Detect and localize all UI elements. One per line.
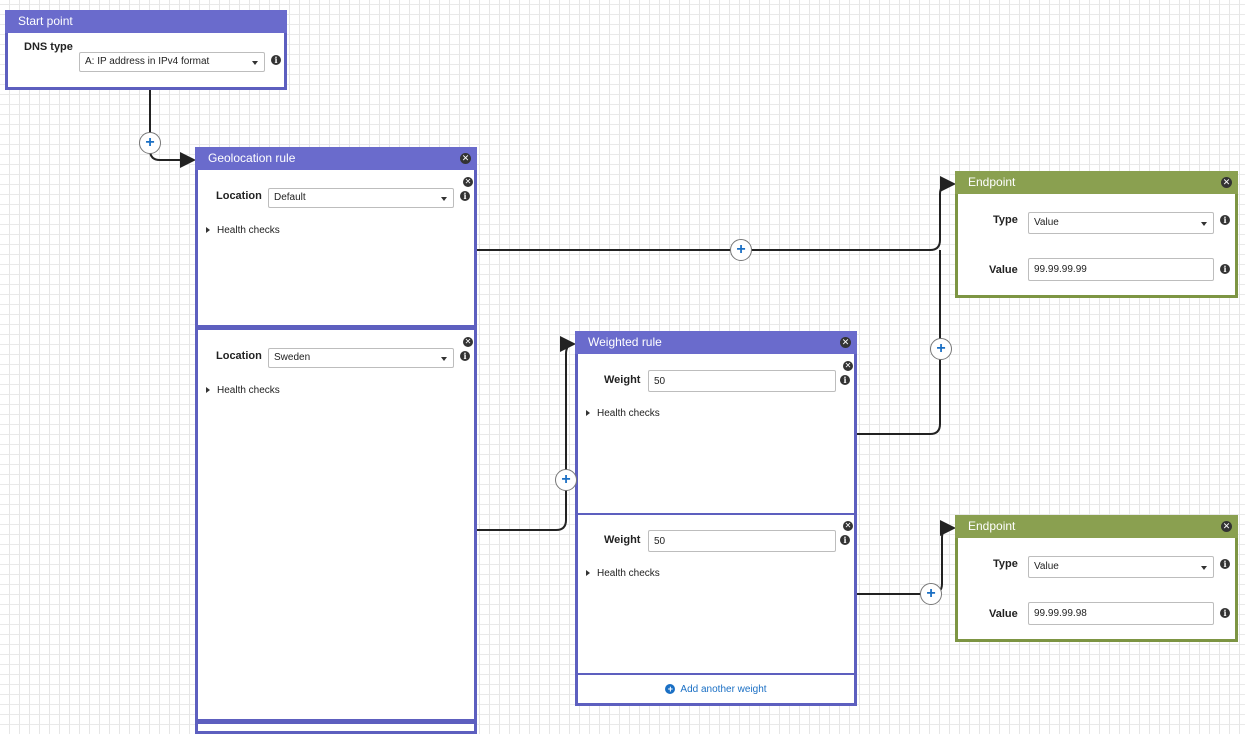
- type-select[interactable]: Value: [1028, 212, 1214, 234]
- start-point-title: Start point: [18, 14, 73, 28]
- health-checks-toggle[interactable]: Health checks: [206, 385, 280, 396]
- dns-type-label: DNS type: [24, 41, 73, 53]
- endpoint-title: Endpoint: [968, 519, 1016, 533]
- add-weight-button[interactable]: + Add another weight: [578, 684, 854, 695]
- info-icon[interactable]: i: [840, 375, 850, 385]
- type-label: Type: [993, 558, 1018, 570]
- value-label: Value: [989, 608, 1018, 620]
- rule-divider: [578, 673, 854, 675]
- dns-type-value: A: IP address in IPv4 format: [85, 56, 210, 67]
- weighted-rule-node: Weighted rule ✕ ✕ Weight i Health checks…: [575, 331, 857, 706]
- endpoint-header: Endpoint ✕: [955, 171, 1238, 194]
- location-value: Default: [274, 192, 306, 203]
- add-connection-button[interactable]: +: [920, 583, 942, 605]
- add-weight-label: Add another weight: [680, 684, 767, 695]
- remove-weight-icon[interactable]: ✕: [843, 361, 853, 371]
- weight-label: Weight: [604, 374, 641, 386]
- rule-divider: [195, 719, 477, 724]
- chevron-down-icon: [252, 61, 258, 65]
- weight-label: Weight: [604, 534, 641, 546]
- close-icon[interactable]: ✕: [460, 153, 471, 164]
- info-icon[interactable]: i: [1220, 559, 1230, 569]
- geolocation-rule-node: Geolocation rule ✕ ✕ Location Default i …: [195, 147, 477, 734]
- health-checks-label: Health checks: [217, 225, 280, 236]
- health-checks-toggle[interactable]: Health checks: [586, 568, 660, 579]
- start-point-header: Start point: [5, 10, 287, 33]
- chevron-down-icon: [441, 357, 447, 361]
- chevron-down-icon: [441, 197, 447, 201]
- value-label: Value: [989, 264, 1018, 276]
- info-icon[interactable]: i: [1220, 215, 1230, 225]
- wire-w2-endpoint2: [856, 520, 956, 595]
- chevron-down-icon: [1201, 222, 1207, 226]
- wire-w1-endpoint1: [856, 250, 941, 435]
- type-label: Type: [993, 214, 1018, 226]
- location-select-sweden[interactable]: Sweden: [268, 348, 454, 368]
- rule-divider: [195, 325, 477, 330]
- info-icon[interactable]: i: [460, 351, 470, 361]
- location-label: Location: [216, 350, 262, 362]
- close-icon[interactable]: ✕: [840, 337, 851, 348]
- health-checks-toggle[interactable]: Health checks: [586, 408, 660, 419]
- caret-right-icon: [586, 570, 590, 577]
- value-input[interactable]: [1028, 602, 1214, 625]
- info-icon[interactable]: i: [1220, 608, 1230, 618]
- chevron-down-icon: [1201, 566, 1207, 570]
- location-label: Location: [216, 190, 262, 202]
- value-input[interactable]: [1028, 258, 1214, 281]
- geolocation-rule-header: Geolocation rule ✕: [195, 147, 477, 170]
- endpoint-header: Endpoint ✕: [955, 515, 1238, 538]
- location-select-default[interactable]: Default: [268, 188, 454, 208]
- add-connection-button[interactable]: +: [555, 469, 577, 491]
- health-checks-label: Health checks: [217, 385, 280, 396]
- weighted-rule-title: Weighted rule: [588, 335, 662, 349]
- add-connection-button[interactable]: +: [139, 132, 161, 154]
- dns-type-select[interactable]: A: IP address in IPv4 format: [79, 52, 265, 72]
- add-connection-button[interactable]: +: [930, 338, 952, 360]
- wire-default-endpoint1: [476, 176, 956, 251]
- info-icon[interactable]: i: [271, 55, 281, 65]
- start-point-node: Start point DNS type A: IP address in IP…: [5, 10, 287, 90]
- type-select[interactable]: Value: [1028, 556, 1214, 578]
- close-icon[interactable]: ✕: [1221, 177, 1232, 188]
- weighted-rule-header: Weighted rule ✕: [575, 331, 857, 354]
- endpoint-node: Endpoint ✕ Type Value i Value i: [955, 515, 1238, 642]
- remove-location-icon[interactable]: ✕: [463, 337, 473, 347]
- type-value: Value: [1034, 561, 1059, 572]
- health-checks-label: Health checks: [597, 408, 660, 419]
- add-connection-button[interactable]: +: [730, 239, 752, 261]
- location-value: Sweden: [274, 352, 311, 363]
- close-icon[interactable]: ✕: [1221, 521, 1232, 532]
- weight-input[interactable]: [648, 370, 836, 392]
- geolocation-rule-title: Geolocation rule: [208, 151, 296, 165]
- plus-circle-icon: +: [665, 684, 676, 694]
- endpoint-title: Endpoint: [968, 175, 1016, 189]
- wire-sweden-weighted: [476, 336, 576, 531]
- health-checks-label: Health checks: [597, 568, 660, 579]
- info-icon[interactable]: i: [460, 191, 470, 201]
- caret-right-icon: [206, 387, 210, 394]
- caret-right-icon: [586, 410, 590, 417]
- info-icon[interactable]: i: [1220, 264, 1230, 274]
- type-value: Value: [1034, 217, 1059, 228]
- weight-input[interactable]: [648, 530, 836, 552]
- health-checks-toggle[interactable]: Health checks: [206, 225, 280, 236]
- remove-weight-icon[interactable]: ✕: [843, 521, 853, 531]
- info-icon[interactable]: i: [840, 535, 850, 545]
- caret-right-icon: [206, 227, 210, 234]
- remove-location-icon[interactable]: ✕: [463, 177, 473, 187]
- rule-divider: [578, 513, 854, 515]
- endpoint-node: Endpoint ✕ Type Value i Value i: [955, 171, 1238, 298]
